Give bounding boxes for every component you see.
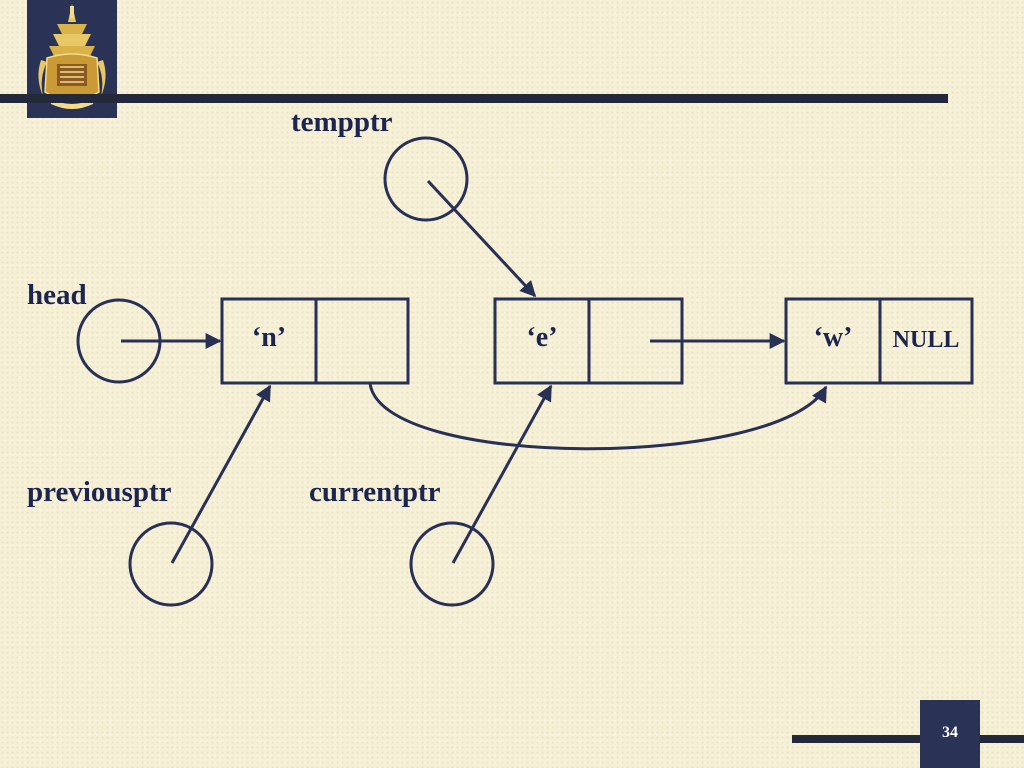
node-w: [784, 297, 974, 385]
tempptr-circle: [383, 136, 469, 222]
currentptr-label: currentptr: [309, 476, 441, 508]
university-logo: [27, 0, 117, 118]
head-label: head: [27, 279, 87, 311]
tempptr-label: tempptr: [291, 106, 393, 138]
currentptr-arrow: [451, 384, 553, 564]
node-w-null: NULL: [892, 327, 960, 353]
node-w-data: ‘w’: [813, 322, 853, 353]
n-to-w-curved-arrow: [368, 382, 828, 451]
currentptr-circle: [409, 521, 495, 607]
page-number-box: [920, 700, 980, 768]
node-n: [220, 297, 410, 385]
top-divider: [0, 94, 948, 103]
node-n-data: ‘n’: [251, 322, 287, 353]
previousptr-arrow: [170, 384, 272, 564]
page-number: 34: [942, 724, 958, 741]
bottom-divider: [792, 735, 1024, 743]
tempptr-arrow: [426, 179, 537, 298]
previousptr-label: previousptr: [27, 476, 172, 508]
university-crest-icon: [38, 4, 106, 109]
previousptr-circle: [128, 521, 214, 607]
node-e-data: ‘e’: [526, 322, 558, 353]
